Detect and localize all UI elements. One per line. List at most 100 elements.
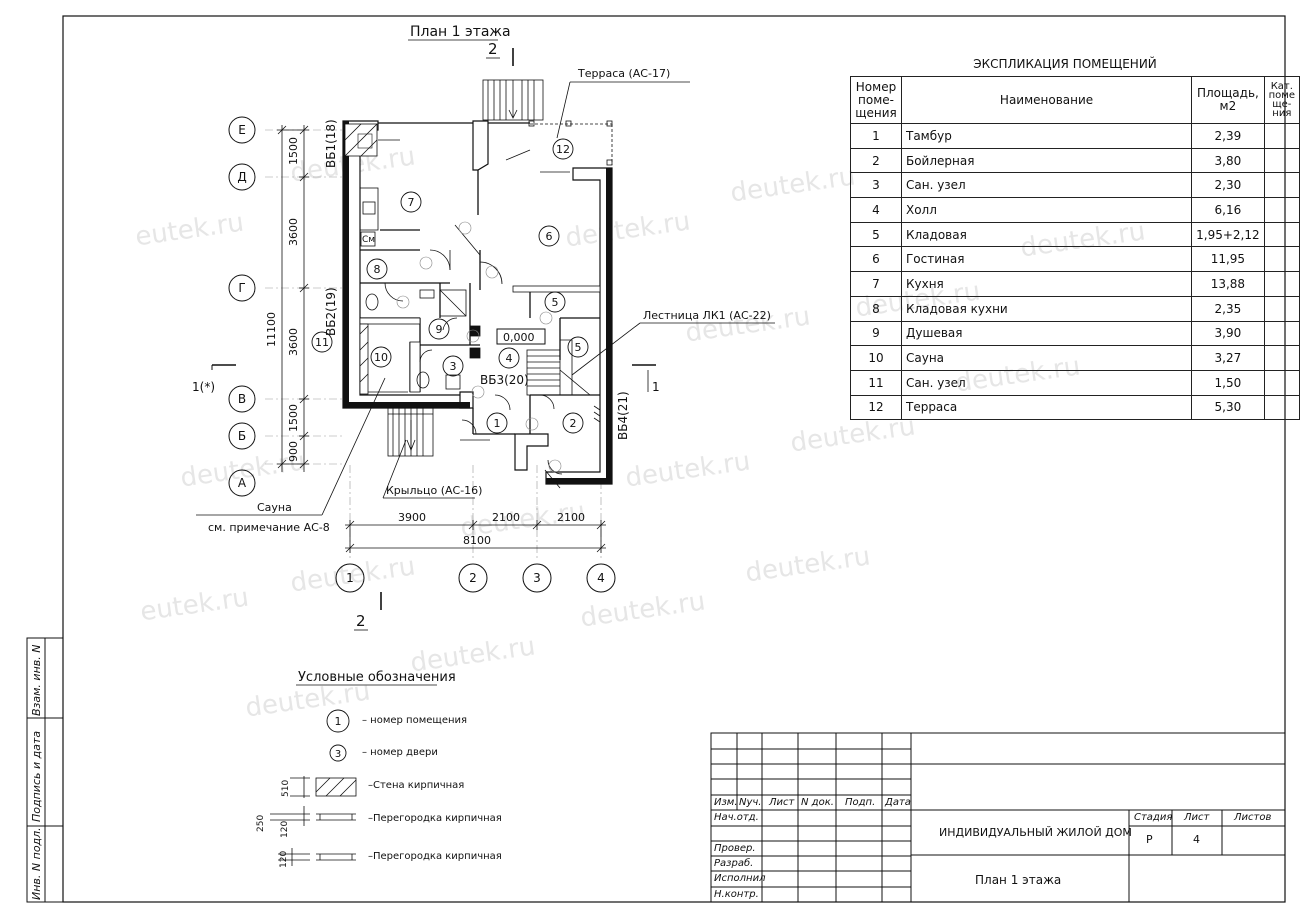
stair-callout: Лестница ЛК1 (АС-22) [643, 309, 771, 322]
room-mark: 5 [552, 296, 559, 309]
sauna-callout: Сауна [257, 501, 292, 514]
sm-label: См [362, 235, 375, 245]
dim-v-5: 900 [287, 441, 300, 462]
level-marker [496, 328, 546, 345]
wall-label-vb3: ВБ3(20) [480, 373, 529, 387]
legend-door-symbol [329, 744, 347, 762]
axis-label-A: А [238, 476, 247, 490]
axis-label-V: В [238, 392, 246, 406]
sauna-note: см. примечание АС-8 [208, 521, 330, 534]
project-title: ИНДИВИДУАЛЬНЫЙ ЖИЛОЙ ДОМ [939, 826, 1132, 839]
axis-label-4: 4 [597, 571, 605, 585]
room-mark: 2 [570, 417, 577, 430]
level-label: 0,000 [503, 331, 535, 344]
stamp-label: Взам. инв. N [30, 644, 43, 716]
tb-role: Провер. [714, 843, 756, 854]
vertical-dimensions [277, 125, 309, 472]
room-mark: 8 [374, 263, 381, 276]
axis-label-D: Д [237, 170, 246, 184]
dim-h-total: 8100 [463, 534, 491, 547]
section-mark-bottom-label: 2 [356, 612, 366, 630]
wall-label-vb2: ВБ2(19) [324, 287, 338, 336]
callout-leaders [196, 81, 775, 516]
legend-partition1-text: –Перегородка кирпичная [368, 813, 502, 824]
terrace-railing [530, 123, 613, 165]
header-name: Наименование [900, 76, 1193, 124]
hatched-chimney [344, 123, 378, 157]
room-mark: 9 [436, 323, 443, 336]
title-block [710, 732, 1286, 903]
room-mark: 6 [546, 230, 553, 243]
tb-col-nuch: Nуч. [739, 797, 762, 808]
legend-part2-dim: 120 [279, 850, 289, 868]
explication-table: Номер поме- щения Наименование Площадь, … [850, 76, 1300, 421]
axis-label-G: Г [238, 281, 245, 295]
tb-role: Н.контр. [714, 889, 759, 900]
legend-partition1-symbol [270, 806, 356, 826]
dim-v-4: 1500 [287, 404, 300, 432]
axis-label-E: Е [238, 123, 246, 137]
axis-label-B: Б [238, 429, 246, 443]
header-cat: Кат. поме ще- ния [1263, 76, 1300, 124]
wall-label-vb1: ВБ1(18) [324, 119, 338, 168]
legend-wall-text: –Стена кирпичная [368, 780, 465, 791]
legend-room-text: – номер помещения [362, 715, 468, 726]
header-area: Площадь, м2 [1191, 76, 1265, 124]
terrace-stairs [482, 79, 544, 121]
axis-bubbles-letters [228, 116, 256, 497]
section-mark-right-label: 1 [652, 380, 660, 394]
room-mark: 1 [494, 417, 501, 430]
explication-title: ЭКСПЛИКАЦИЯ ПОМЕЩЕНИЙ [973, 57, 1157, 71]
dim-h-2: 2100 [492, 511, 520, 524]
bathroom-fixtures [365, 289, 481, 390]
stamp-label: Подпись и дата [30, 730, 43, 822]
axis-label-2: 2 [469, 571, 477, 585]
stage-value: Р [1146, 833, 1153, 846]
section-mark-left-label: 1(*) [192, 380, 215, 394]
plan-title: План 1 этажа [410, 24, 511, 40]
tb-col-list: Лист [769, 797, 795, 808]
section-mark-top-label: 2 [488, 40, 498, 58]
wall-label-vb4: ВБ4(21) [616, 391, 630, 440]
dim-v-1: 1500 [287, 137, 300, 165]
legend-door-text: – номер двери [362, 747, 438, 758]
tb-col-data: Дата [885, 797, 911, 808]
tb-col-ndok: N док. [801, 797, 834, 808]
sheet-label: Лист [1184, 812, 1210, 823]
legend-door-number: 3 [335, 749, 341, 760]
tb-role: Исполнил [714, 873, 766, 884]
legend-part1-dim-outer: 250 [256, 814, 266, 832]
room-circles [311, 138, 589, 434]
tb-role: Разраб. [714, 858, 754, 869]
legend-partition2-symbol [278, 848, 356, 866]
room-mark: 11 [315, 336, 329, 349]
tb-role: Нач.отд. [714, 812, 759, 823]
dim-h-1: 3900 [398, 511, 426, 524]
dim-v-2: 3600 [287, 218, 300, 246]
stage-label: Стадия [1134, 812, 1173, 823]
sauna-walls [359, 323, 408, 395]
legend-room-number: 1 [335, 715, 342, 728]
axis-bubbles-numbers [335, 563, 616, 593]
dim-h-3: 2100 [557, 511, 585, 524]
tb-col-izm: Изм. [714, 797, 738, 808]
room-mark: 7 [408, 196, 415, 209]
room-mark: 3 [450, 360, 457, 373]
axis-label-1: 1 [346, 571, 354, 585]
side-stamp [26, 637, 64, 903]
room-mark: 12 [556, 143, 570, 156]
legend-room-symbol [326, 709, 350, 733]
room-mark: 10 [374, 351, 388, 364]
dim-v-total: 11100 [265, 312, 278, 347]
legend-wall-symbol [290, 776, 357, 798]
legend-part1-dim-inner: 120 [280, 820, 290, 838]
